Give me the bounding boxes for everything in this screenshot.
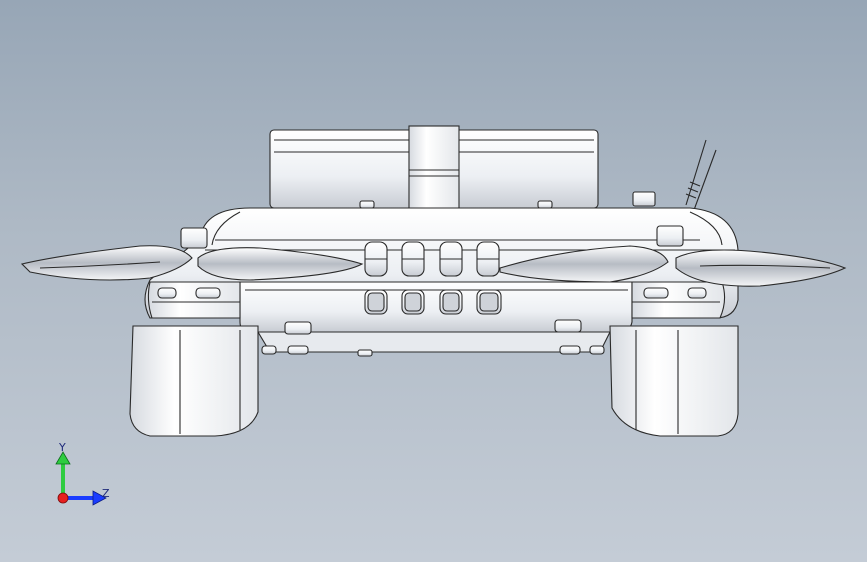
propeller-left[interactable] [20,245,364,281]
connector-block [632,191,656,207]
landing-pad-right[interactable] [609,325,739,437]
coordinate-triad: Y Z [55,441,110,506]
upper-vent-holes [364,241,500,277]
x-axis-dot [57,492,69,504]
drone-model[interactable] [20,125,847,437]
standoffs [261,319,605,357]
prop-nut-left [180,227,208,249]
prop-nut-right [656,225,684,247]
landing-pad-left[interactable] [129,325,259,437]
propeller-right[interactable] [499,245,847,287]
main-plate[interactable] [239,281,633,353]
z-axis-arrow [63,490,107,506]
antenna [685,139,717,211]
z-axis-label: Z [102,487,110,500]
y-axis-arrow [55,451,71,498]
y-axis-label: Y [58,441,66,454]
lower-vent-holes [364,289,502,315]
motor-left[interactable] [147,227,241,319]
battery-pack[interactable] [269,125,599,211]
